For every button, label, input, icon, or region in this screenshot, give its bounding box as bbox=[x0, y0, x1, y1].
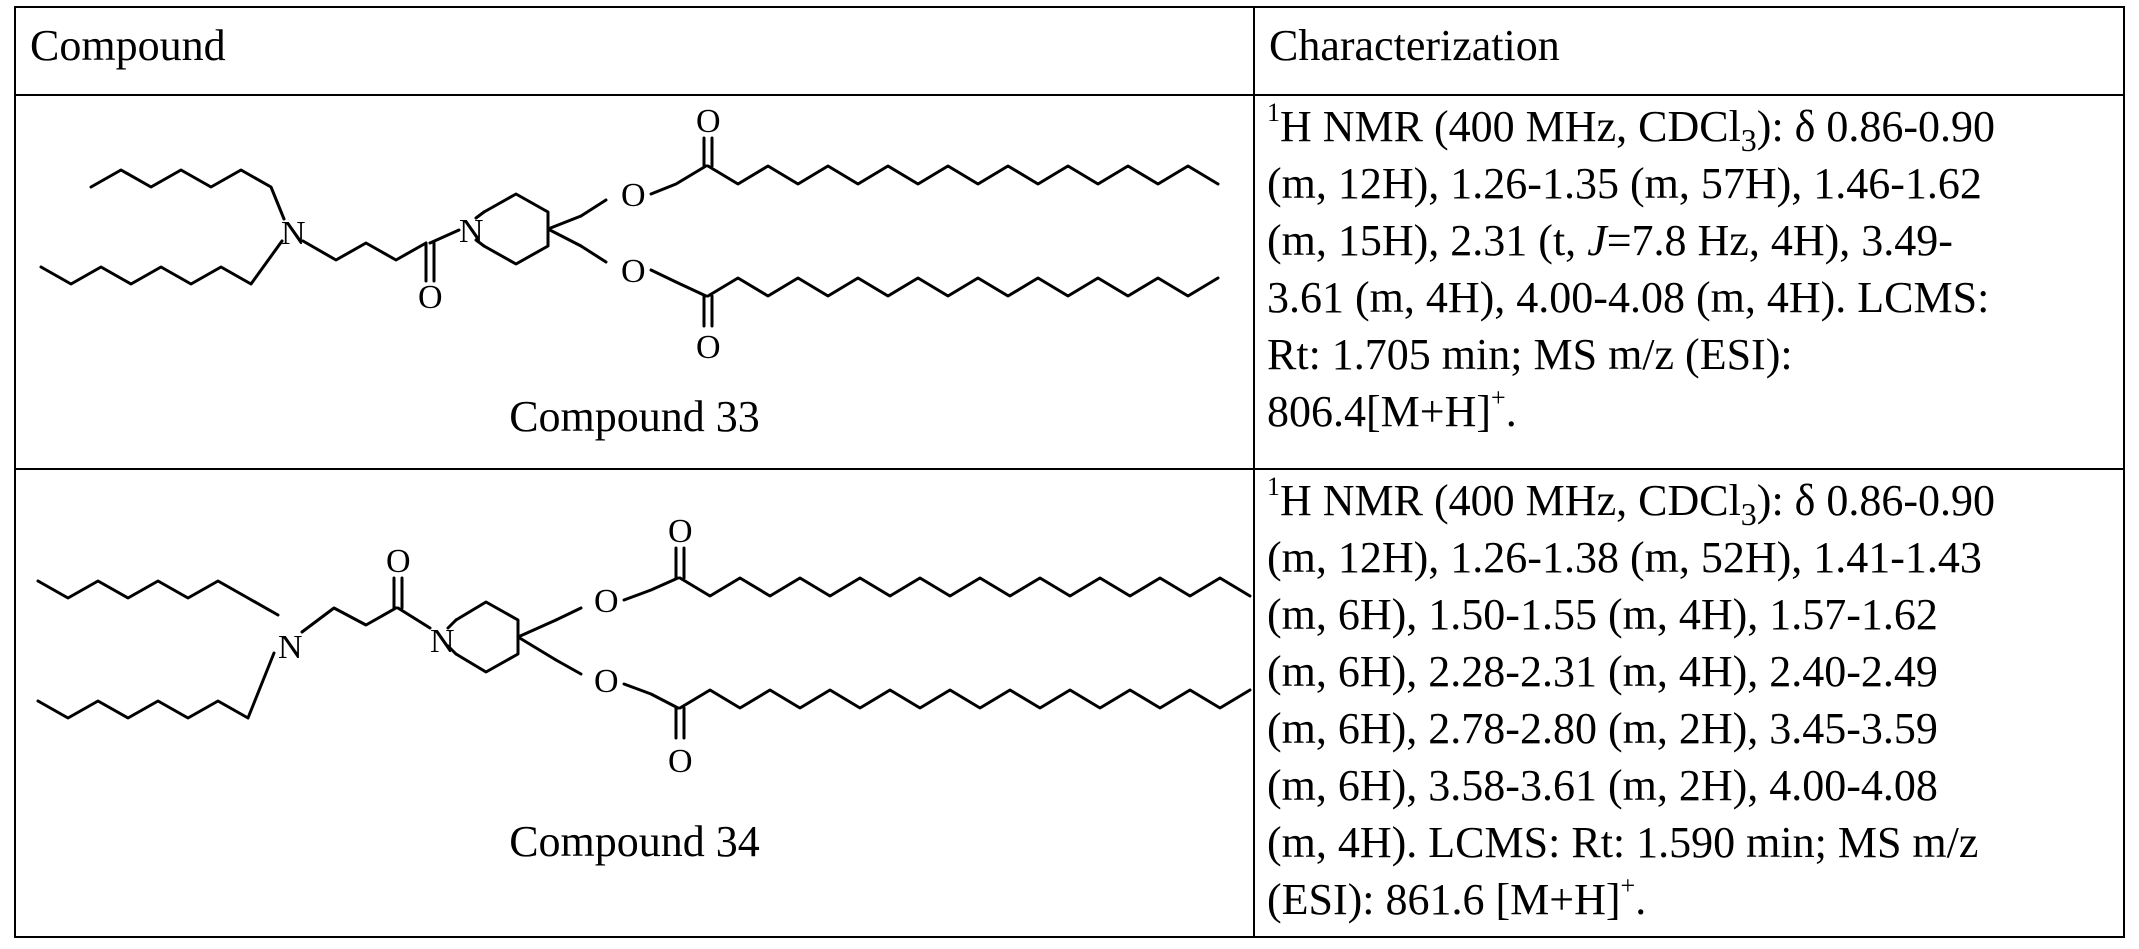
structure-cell: N N O O O O O Compound 33 bbox=[15, 95, 1254, 469]
characterization-line: 3.61 (m, 4H), 4.00-4.08 (m, 4H). LCMS: bbox=[1267, 269, 2113, 326]
text-run: =7.8 Hz, 4H), 3.49- bbox=[1607, 216, 1953, 265]
atom-label: O bbox=[386, 543, 411, 580]
atom-label: O bbox=[621, 177, 646, 214]
characterization-line: (m, 6H), 1.50-1.55 (m, 4H), 1.57-1.62 bbox=[1267, 586, 2113, 643]
text-run: ): δ 0.86-0.90 bbox=[1757, 102, 1995, 151]
atom-label: N bbox=[281, 215, 306, 252]
text-run: H NMR (400 MHz, CDCl bbox=[1280, 102, 1741, 151]
atom-label: N bbox=[459, 213, 484, 250]
characterization-line: 1H NMR (400 MHz, CDCl3): δ 0.86-0.90 bbox=[1267, 98, 2113, 155]
table-row: N N O O O O O Compound 34 1H NMR (400 MH… bbox=[15, 469, 2124, 937]
compound-label: Compound 34 bbox=[16, 816, 1253, 867]
text-run: (ESI): 861.6 [M+H] bbox=[1267, 875, 1621, 924]
text-run: . bbox=[1506, 387, 1517, 436]
header-compound: Compound bbox=[15, 7, 1254, 95]
bond bbox=[708, 278, 1218, 296]
bond bbox=[556, 608, 581, 620]
text-run: 1 bbox=[1267, 98, 1280, 127]
bond bbox=[38, 581, 278, 615]
characterization-line: 806.4[M+H]+. bbox=[1267, 383, 2113, 440]
text-run: 1 bbox=[1267, 472, 1280, 501]
atom-label: O bbox=[696, 329, 721, 366]
characterization-line: (m, 6H), 2.28-2.31 (m, 4H), 2.40-2.49 bbox=[1267, 643, 2113, 700]
characterization-line: (ESI): 861.6 [M+H]+. bbox=[1267, 871, 2113, 928]
characterization-line: Rt: 1.705 min; MS m/z (ESI): bbox=[1267, 326, 2113, 383]
text-run: H NMR (400 MHz, CDCl bbox=[1280, 476, 1741, 525]
bond bbox=[680, 690, 1250, 708]
compound-label: Compound 33 bbox=[16, 391, 1253, 442]
characterization-line: (m, 4H). LCMS: Rt: 1.590 min; MS m/z bbox=[1267, 814, 2113, 871]
characterization-line: (m, 12H), 1.26-1.38 (m, 52H), 1.41-1.43 bbox=[1267, 529, 2113, 586]
characterization-cell: 1H NMR (400 MHz, CDCl3): δ 0.86-0.90(m, … bbox=[1254, 95, 2124, 469]
bond bbox=[708, 166, 1218, 184]
bond bbox=[38, 653, 274, 718]
compound-table: Compound Characterization bbox=[14, 6, 2125, 938]
text-run: (m, 12H), 1.26-1.35 (m, 57H), 1.46-1.62 bbox=[1267, 159, 1982, 208]
characterization-line: (m, 15H), 2.31 (t, J=7.8 Hz, 4H), 3.49- bbox=[1267, 212, 2113, 269]
text-run: 806.4[M+H] bbox=[1267, 387, 1491, 436]
text-run: J bbox=[1587, 216, 1607, 265]
atom-label: N bbox=[278, 629, 303, 666]
text-run: Rt: 1.705 min; MS m/z (ESI): bbox=[1267, 330, 1793, 379]
text-run: (m, 15H), 2.31 (t, bbox=[1267, 216, 1587, 265]
header-characterization: Characterization bbox=[1254, 7, 2124, 95]
text-run: + bbox=[1491, 383, 1506, 412]
document-page: Compound Characterization bbox=[14, 6, 2125, 938]
atom-label: N bbox=[430, 623, 455, 660]
text-run: + bbox=[1621, 871, 1636, 900]
text-run: (m, 6H), 2.28-2.31 (m, 4H), 2.40-2.49 bbox=[1267, 647, 1938, 696]
text-run: (m, 6H), 1.50-1.55 (m, 4H), 1.57-1.62 bbox=[1267, 590, 1938, 639]
bond bbox=[456, 602, 518, 672]
atom-label: O bbox=[621, 253, 646, 290]
characterization-text: 1H NMR (400 MHz, CDCl3): δ 0.86-0.90(m, … bbox=[1267, 472, 2113, 928]
structure-cell: N N O O O O O Compound 34 bbox=[15, 469, 1254, 937]
atom-label: O bbox=[668, 513, 693, 550]
bond bbox=[41, 241, 282, 284]
characterization-line: (m, 12H), 1.26-1.35 (m, 57H), 1.46-1.62 bbox=[1267, 155, 2113, 212]
characterization-line: 1H NMR (400 MHz, CDCl3): δ 0.86-0.90 bbox=[1267, 472, 2113, 529]
text-run: 3 bbox=[1741, 122, 1757, 158]
text-run: . bbox=[1635, 875, 1646, 924]
bond bbox=[302, 608, 396, 632]
text-run: 3 bbox=[1741, 496, 1757, 532]
bond bbox=[91, 170, 284, 219]
atom-label: O bbox=[594, 663, 619, 700]
bond bbox=[624, 578, 678, 600]
characterization-line: (m, 6H), 2.78-2.80 (m, 2H), 3.45-3.59 bbox=[1267, 700, 2113, 757]
characterization-line: (m, 6H), 3.58-3.61 (m, 2H), 4.00-4.08 bbox=[1267, 757, 2113, 814]
bond bbox=[680, 578, 1250, 596]
text-run: (m, 6H), 2.78-2.80 (m, 2H), 3.45-3.59 bbox=[1267, 704, 1938, 753]
bond bbox=[651, 166, 706, 194]
header-row: Compound Characterization bbox=[15, 7, 2124, 95]
text-run: (m, 4H). LCMS: Rt: 1.590 min; MS m/z bbox=[1267, 818, 1978, 867]
bond bbox=[581, 246, 606, 262]
bond bbox=[581, 200, 606, 216]
text-run: 3.61 (m, 4H), 4.00-4.08 (m, 4H). LCMS: bbox=[1267, 273, 1989, 322]
atom-label: O bbox=[668, 743, 693, 780]
bond bbox=[624, 684, 678, 708]
characterization-text: 1H NMR (400 MHz, CDCl3): δ 0.86-0.90(m, … bbox=[1267, 98, 2113, 440]
characterization-cell: 1H NMR (400 MHz, CDCl3): δ 0.86-0.90(m, … bbox=[1254, 469, 2124, 937]
bond bbox=[484, 194, 548, 264]
bond bbox=[303, 241, 426, 260]
atom-label: O bbox=[418, 279, 443, 316]
bond bbox=[651, 270, 706, 296]
table-row: N N O O O O O Compound 33 1H NMR (400 MH… bbox=[15, 95, 2124, 469]
text-run: ): δ 0.86-0.90 bbox=[1757, 476, 1995, 525]
text-run: (m, 12H), 1.26-1.38 (m, 52H), 1.41-1.43 bbox=[1267, 533, 1982, 582]
atom-label: O bbox=[594, 583, 619, 620]
text-run: (m, 6H), 3.58-3.61 (m, 2H), 4.00-4.08 bbox=[1267, 761, 1938, 810]
bond bbox=[556, 660, 581, 674]
atom-label: O bbox=[696, 103, 721, 140]
